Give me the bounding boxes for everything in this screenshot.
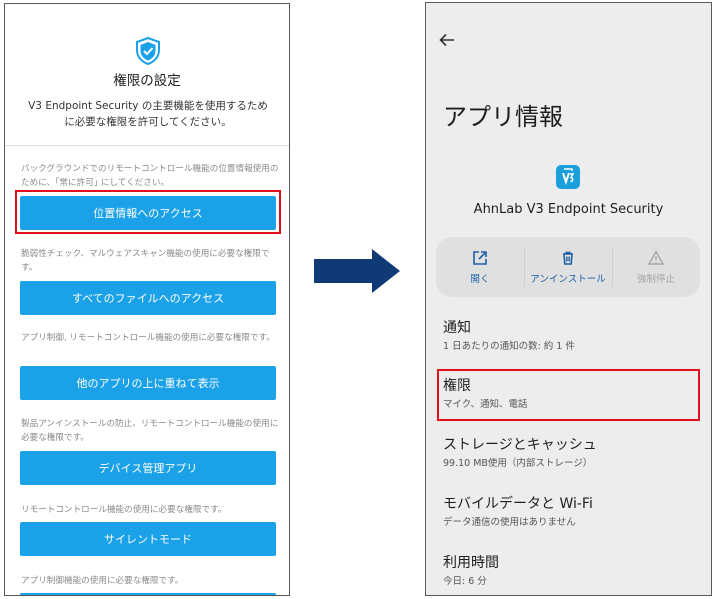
shield-check-icon: [136, 37, 160, 65]
app-icon: [556, 165, 580, 189]
display-over-apps-button[interactable]: 他のアプリの上に重ねて表示: [20, 366, 276, 400]
permission-note-location: バックグラウンドでのリモートコントロール機能の位置情報使用のために、｢常に許可｣…: [21, 164, 279, 188]
uninstall-label: アンインストール: [530, 274, 606, 285]
app-info-screen: アプリ情報 AhnLab V3 Endpoint Security 開く アンイ…: [425, 2, 712, 596]
open-external-icon: [473, 251, 487, 265]
next-permission-button[interactable]: [20, 593, 276, 595]
app-name: AhnLab V3 Endpoint Security: [473, 202, 664, 217]
permission-note-app-control: アプリ制御機能の使用に必要な権限です。: [21, 576, 184, 586]
open-button[interactable]: 開く: [436, 237, 524, 297]
highlight-box-location: [15, 190, 281, 234]
all-files-access-button[interactable]: すべてのファイルへのアクセス: [20, 281, 276, 315]
divider: [612, 247, 613, 287]
permission-note-silent: リモートコントロール機能の使用に必要な権限です。: [21, 505, 227, 515]
trash-icon: [563, 251, 573, 265]
permissions-item-subtitle: マイク、通知、電話: [443, 399, 528, 410]
notifications-item-subtitle: 1 日あたりの通知の数: 約 1 件: [443, 341, 575, 352]
permissions-item-title[interactable]: 権限: [443, 378, 471, 394]
storage-item-subtitle: 99.10 MB使用（内部ストレージ）: [443, 458, 593, 469]
permission-note-files: 脆弱性チェック、マルウェアスキャン機能の使用に必要な権限です。: [21, 249, 270, 273]
storage-item-title[interactable]: ストレージとキャッシュ: [443, 437, 597, 453]
screen-time-item-title[interactable]: 利用時間: [443, 555, 499, 571]
page-description: V3 Endpoint Security の主要機能を使用するために必要な権限を…: [28, 100, 268, 128]
highlight-box-permissions: [437, 369, 700, 421]
permission-settings-screen: 権限の設定 V3 Endpoint Security の主要機能を使用するために…: [4, 3, 290, 596]
permission-note-overlay: アプリ制御, リモートコントロール機能の使用に必要な権限です。: [21, 333, 275, 343]
page-title: アプリ情報: [443, 103, 563, 131]
action-bar: 開く アンインストール 強制停止: [436, 237, 700, 297]
mobile-data-item-subtitle: データ通信の使用はありません: [443, 517, 576, 528]
device-admin-app-button[interactable]: デバイス管理アプリ: [20, 451, 276, 485]
force-stop-button[interactable]: 強制停止: [612, 237, 700, 297]
open-label: 開く: [470, 274, 490, 285]
back-arrow-icon[interactable]: [438, 31, 456, 49]
location-access-button[interactable]: 位置情報へのアクセス: [20, 196, 276, 230]
warning-icon: [648, 250, 664, 265]
arrow-right-icon: [314, 249, 400, 293]
mobile-data-item-title[interactable]: モバイルデータと Wi-Fi: [443, 496, 593, 512]
notifications-item-title[interactable]: 通知: [443, 320, 471, 336]
divider: [5, 145, 289, 146]
v3-logo-icon: [562, 168, 575, 186]
screen-time-item-subtitle: 今日: 6 分: [443, 576, 487, 587]
uninstall-button[interactable]: アンインストール: [524, 237, 612, 297]
divider: [524, 247, 525, 287]
permission-note-device-admin: 製品アンインストールの防止、リモートコントロール機能の使用に必要な権限です。: [21, 419, 279, 443]
page-title: 権限の設定: [113, 73, 181, 89]
silent-mode-button[interactable]: サイレントモード: [20, 522, 276, 556]
force-stop-label: 強制停止: [636, 274, 675, 285]
